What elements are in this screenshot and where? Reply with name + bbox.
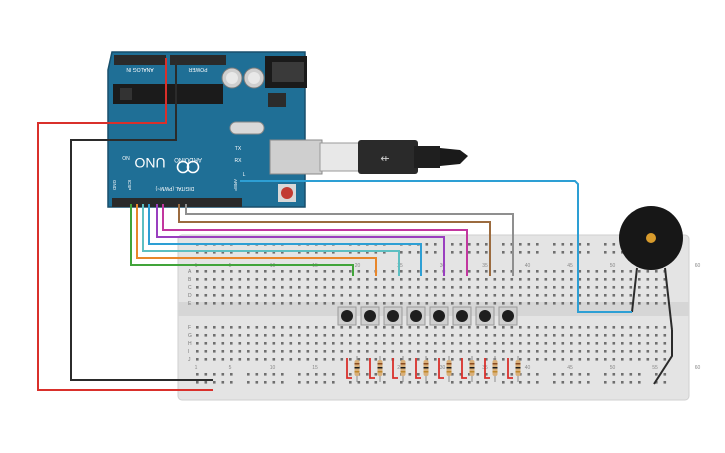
piezo-buzzer[interactable] bbox=[619, 206, 683, 331]
column-number: 40 bbox=[525, 365, 531, 371]
column-number: 20 bbox=[355, 263, 361, 269]
column-number: 10 bbox=[270, 365, 276, 371]
buzzer-ground-wire[interactable] bbox=[653, 330, 673, 385]
resistor[interactable] bbox=[346, 356, 360, 382]
arduino-board[interactable]: ARDUINO UNO ANALOG IN POWER DIGITAL (PWM… bbox=[107, 51, 323, 208]
resistor[interactable] bbox=[484, 356, 498, 382]
column-number: 5 bbox=[229, 365, 232, 371]
analog-header-label: ANALOG IN bbox=[126, 66, 154, 72]
signal-wire-purple[interactable] bbox=[156, 204, 445, 276]
row-letter: B bbox=[188, 277, 192, 283]
usb-icon: ⇷ bbox=[380, 153, 389, 165]
signal-wire-magenta[interactable] bbox=[162, 204, 468, 276]
tx-label: TX bbox=[235, 146, 242, 152]
row-letter: A bbox=[188, 269, 192, 275]
column-number: 30 bbox=[440, 263, 446, 269]
resistor[interactable] bbox=[438, 356, 452, 382]
icsp-label: ICSP bbox=[127, 180, 132, 191]
pushbutton[interactable] bbox=[429, 306, 449, 326]
brand-label: ARDUINO bbox=[174, 156, 202, 162]
pushbutton[interactable] bbox=[498, 306, 518, 326]
voltage-regulator bbox=[268, 93, 286, 107]
pushbutton[interactable] bbox=[337, 306, 357, 326]
breadboard-holes bbox=[196, 243, 667, 384]
reset-button[interactable] bbox=[281, 187, 293, 199]
signal-wire-green[interactable] bbox=[130, 204, 354, 276]
pushbuttons bbox=[337, 306, 518, 326]
column-number: 50 bbox=[610, 365, 616, 371]
column-number: 60 bbox=[695, 263, 701, 269]
power-wire-red[interactable] bbox=[37, 58, 213, 391]
pushbutton[interactable] bbox=[452, 306, 472, 326]
digital-header bbox=[112, 198, 242, 207]
resistor[interactable] bbox=[392, 356, 406, 382]
ground-wire-black[interactable] bbox=[70, 58, 213, 381]
l-label: L bbox=[243, 172, 246, 178]
microcontroller-chip bbox=[113, 84, 223, 104]
aref-label: AREF bbox=[233, 179, 238, 191]
rx-label: RX bbox=[235, 158, 243, 164]
arduino-logo-icon bbox=[176, 160, 190, 174]
column-number: 45 bbox=[567, 365, 573, 371]
column-number: 30 bbox=[440, 365, 446, 371]
column-number: 55 bbox=[652, 365, 658, 371]
column-number: 50 bbox=[610, 263, 616, 269]
usb-cable[interactable]: ⇷ bbox=[319, 140, 468, 174]
pushbutton[interactable] bbox=[360, 306, 380, 326]
row-letter: D bbox=[188, 293, 192, 299]
power-header-label: POWER bbox=[188, 66, 207, 72]
row-letter: G bbox=[188, 333, 192, 339]
buzzer-wire-blue[interactable] bbox=[240, 180, 632, 313]
resistor[interactable] bbox=[461, 356, 475, 382]
gnd-label: GND bbox=[112, 180, 117, 191]
row-letter: C bbox=[188, 285, 192, 291]
column-number: 1 bbox=[195, 365, 198, 371]
column-number: 45 bbox=[567, 263, 573, 269]
on-label: ON bbox=[122, 156, 130, 162]
crystal-oscillator bbox=[229, 121, 265, 135]
column-number: 25 bbox=[397, 263, 403, 269]
signal-wire-blue[interactable] bbox=[148, 204, 422, 276]
row-letter: E bbox=[188, 301, 192, 307]
analog-header bbox=[114, 55, 166, 65]
resistor[interactable] bbox=[415, 356, 429, 382]
row-letter: F bbox=[188, 325, 191, 331]
resistor[interactable] bbox=[369, 356, 383, 382]
signal-wire-teal[interactable] bbox=[142, 204, 400, 276]
signal-wire-brown[interactable] bbox=[178, 204, 491, 276]
usb-port bbox=[269, 139, 323, 175]
model-label: UNO bbox=[134, 155, 165, 171]
column-number: 40 bbox=[525, 263, 531, 269]
resistor[interactable] bbox=[507, 356, 521, 382]
row-letter: J bbox=[188, 357, 191, 363]
row-letter: H bbox=[188, 341, 192, 347]
column-number: 15 bbox=[312, 365, 318, 371]
pushbutton[interactable] bbox=[406, 306, 426, 326]
column-number: 35 bbox=[482, 263, 488, 269]
pushbutton[interactable] bbox=[475, 306, 495, 326]
column-number: 60 bbox=[695, 365, 701, 371]
power-header bbox=[170, 55, 226, 65]
digital-header-label: DIGITAL (PWM~) bbox=[155, 185, 194, 191]
column-number: 25 bbox=[397, 365, 403, 371]
row-letter: I bbox=[188, 349, 189, 355]
pushbutton[interactable] bbox=[383, 306, 403, 326]
signal-wire-orange[interactable] bbox=[136, 204, 377, 276]
signal-wire-gray[interactable] bbox=[185, 204, 514, 276]
wires bbox=[37, 58, 673, 391]
resistors bbox=[346, 356, 521, 382]
